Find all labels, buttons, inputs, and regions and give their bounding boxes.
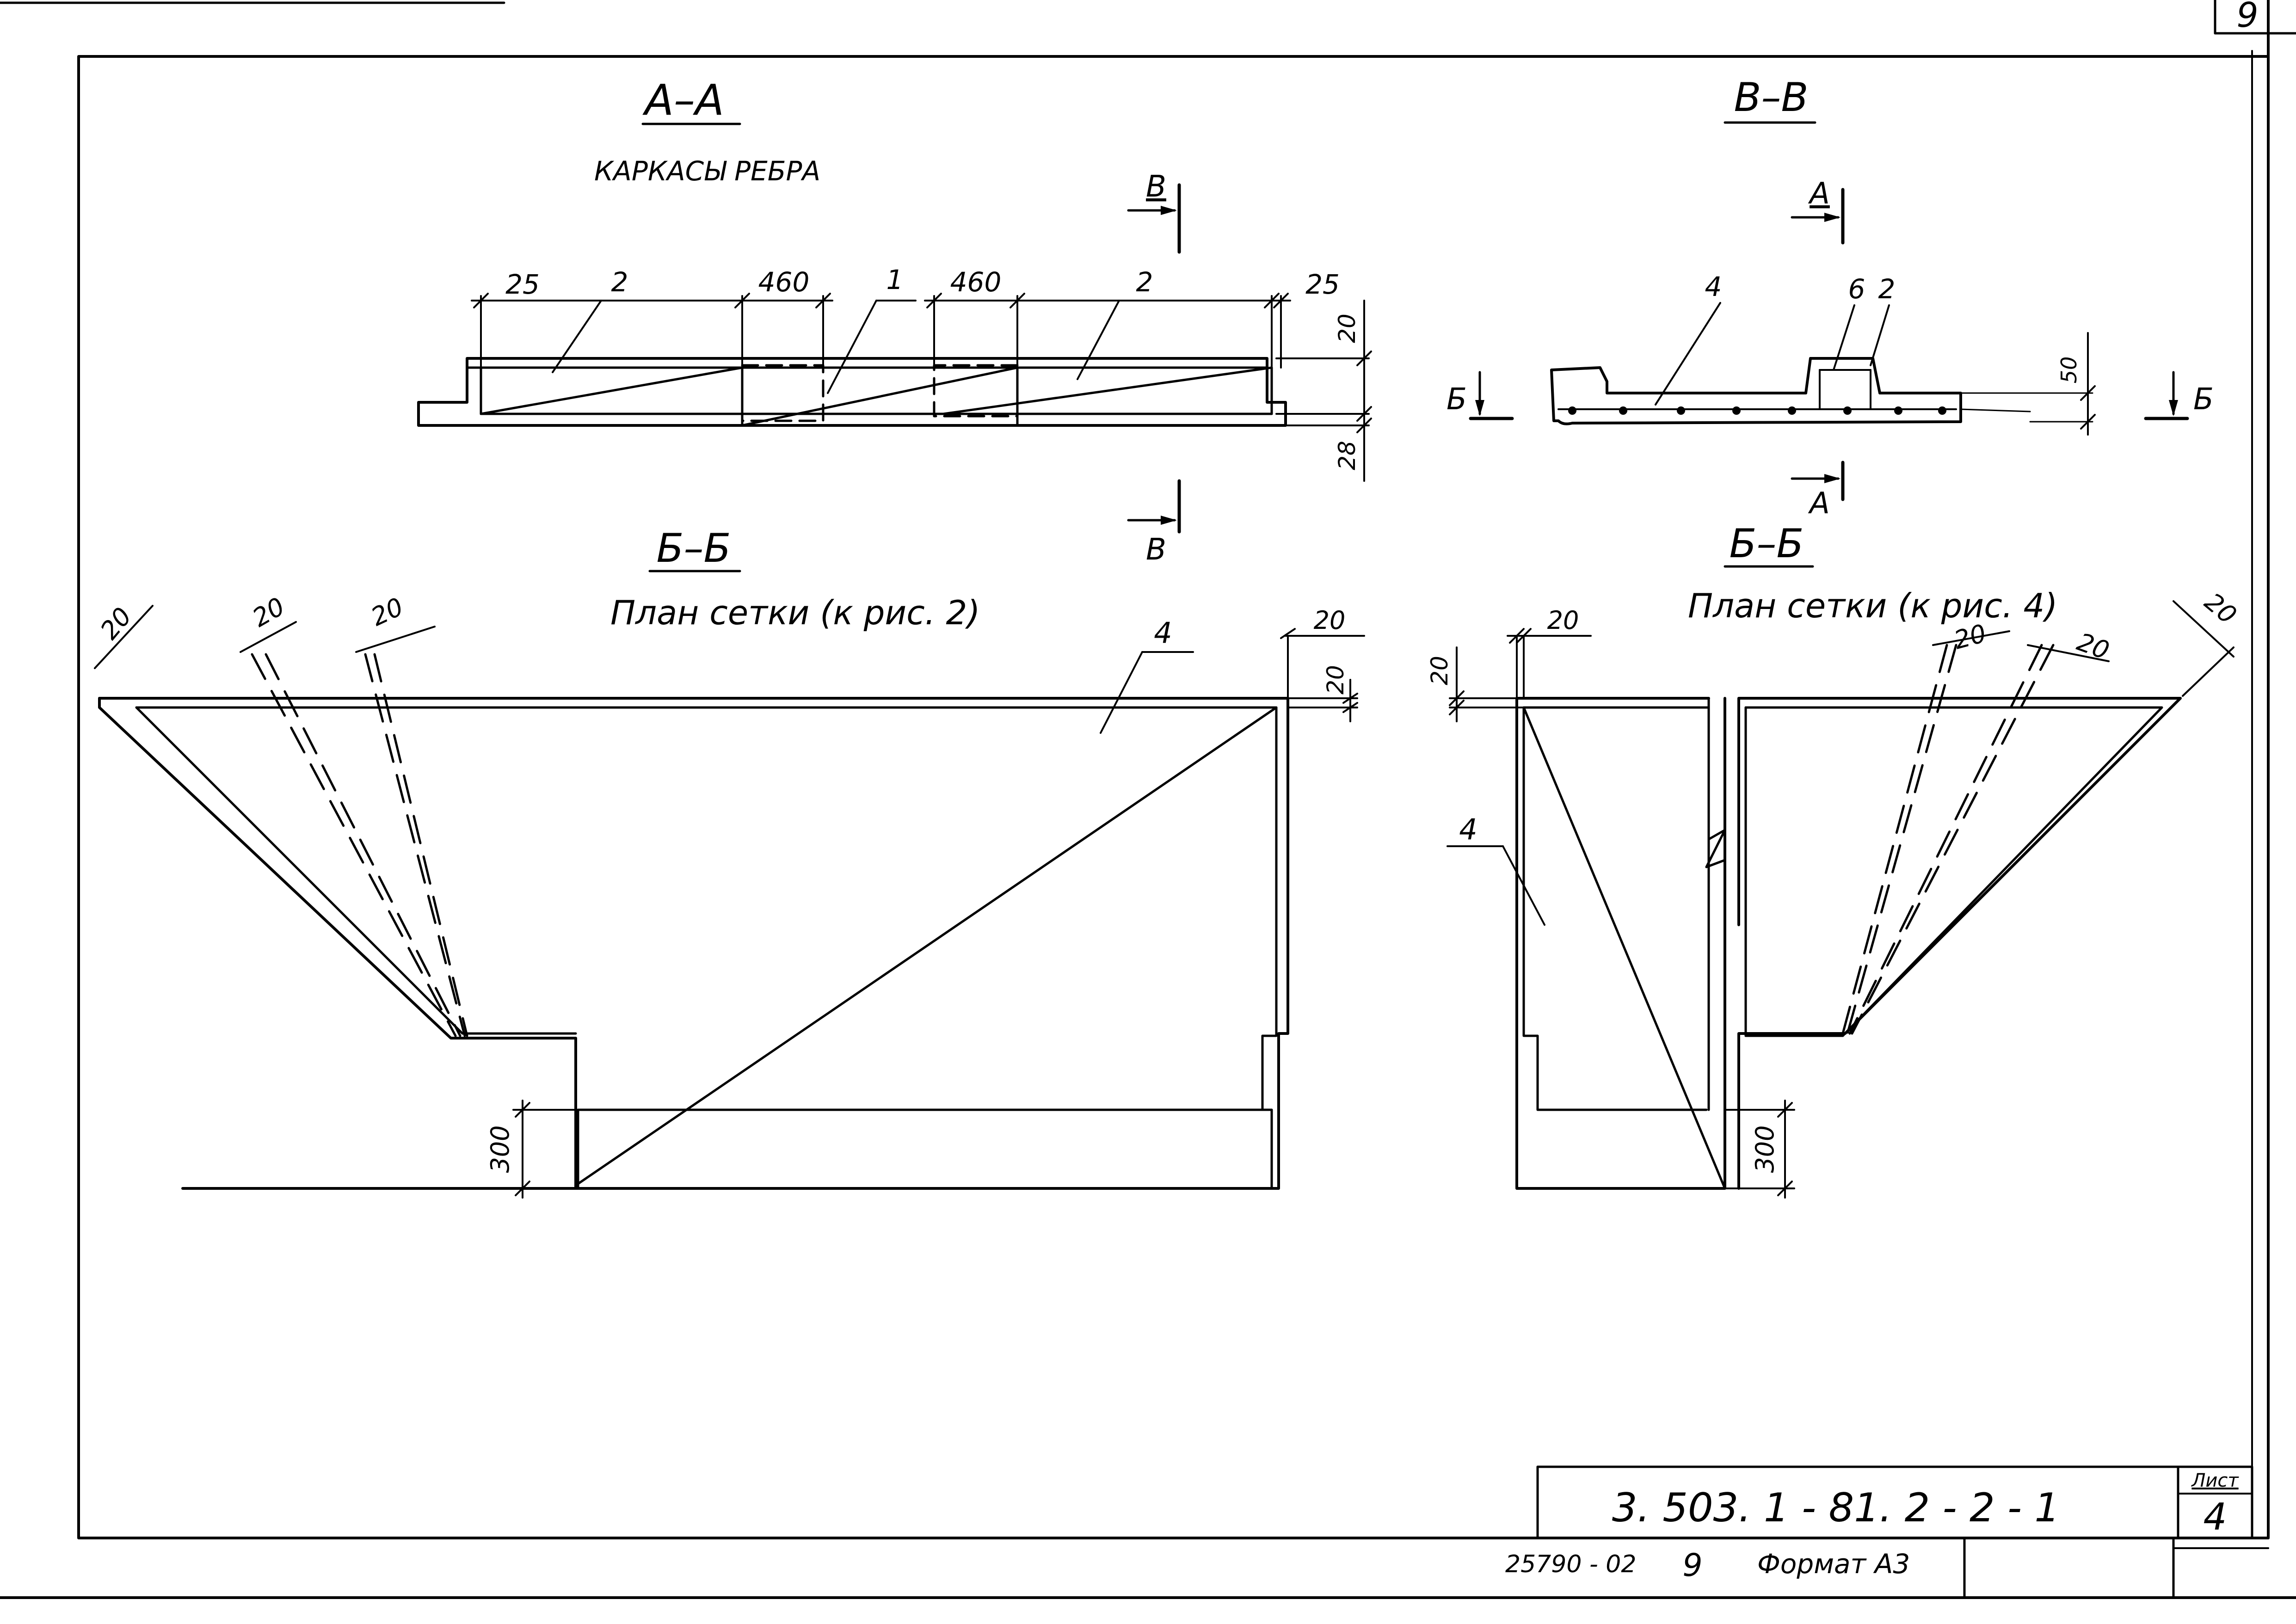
aa-dim-w2: 460 xyxy=(950,266,1002,298)
aa-cut-top-letter: В xyxy=(1146,170,1166,204)
section-vv-drawing xyxy=(1469,188,2189,501)
copy-number: 9 xyxy=(1682,1547,1702,1584)
aa-dim-w1: 460 xyxy=(758,266,810,298)
aa-cut-bottom-letter: В xyxy=(1146,533,1166,567)
vv-cut-top-letter: А xyxy=(1808,177,1830,211)
bb-right-dim-2: 20 xyxy=(1426,656,1453,685)
format-label: Формат А3 xyxy=(1757,1548,1910,1580)
aa-dim-end-left: 25 xyxy=(505,269,540,300)
aa-dim-end-right: 25 xyxy=(1305,269,1340,300)
section-aa-title: A–A xyxy=(642,75,724,125)
section-bb-right-subtitle: План сетки (к рис. 4) xyxy=(1688,586,2057,625)
corner-page-number: 9 xyxy=(2236,0,2258,35)
sheet-label: Лист xyxy=(2191,1470,2239,1491)
vv-label-mesh: 4 xyxy=(1705,271,1722,302)
bb-right-dim-height: 300 xyxy=(1750,1125,1779,1173)
aa-dim-bottom: 28 xyxy=(1334,441,1360,470)
section-aa-subtitle: КАРКАСЫ РЕБРА xyxy=(594,155,820,187)
vv-dim-height: 50 xyxy=(2056,357,2081,384)
aa-label-frame2-left: 2 xyxy=(611,266,628,298)
bb-left-dim-height: 300 xyxy=(486,1125,515,1173)
title-block xyxy=(1536,1465,2269,1598)
bb-left-dim-3: 20 xyxy=(367,592,408,632)
sheet-number: 4 xyxy=(2204,1495,2227,1538)
vv-cut-right-letter: Б xyxy=(2193,382,2214,417)
section-bb-right-title: Б–Б xyxy=(1730,521,1804,567)
section-bb-left-title: Б–Б xyxy=(657,525,731,572)
bb-left-dim-4: 20 xyxy=(1314,606,1346,635)
bb-right-label-mesh: 4 xyxy=(1459,812,1477,846)
bb-left-dim-5: 20 xyxy=(1322,665,1349,695)
bb-right-dim-4: 20 xyxy=(2073,627,2113,665)
bb-left-dim-1: 20 xyxy=(95,602,137,645)
aa-dim-top: 20 xyxy=(1334,314,1360,343)
bb-left-dim-2: 20 xyxy=(247,592,289,633)
doc-code: 3. 503. 1 - 81. 2 - 2 - 1 xyxy=(1612,1485,2060,1531)
inventory-number: 25790 - 02 xyxy=(1505,1550,1636,1578)
section-bb-left-drawing xyxy=(94,605,1365,1199)
aa-label-frame1: 1 xyxy=(886,264,904,295)
bb-right-dim-5: 20 xyxy=(2199,587,2242,630)
section-bb-right-drawing xyxy=(1447,600,2234,1199)
bb-left-label-mesh: 4 xyxy=(1154,616,1172,650)
vv-rebar-dots xyxy=(1568,406,1946,415)
section-bb-left-subtitle: План сетки (к рис. 2) xyxy=(610,593,980,632)
section-vv-title: В–В xyxy=(1734,74,1809,121)
bb-right-dim-1: 20 xyxy=(1547,606,1579,635)
vv-cut-bottom-letter: А xyxy=(1808,486,1830,521)
aa-label-frame2-right: 2 xyxy=(1136,266,1153,298)
vv-label-frame6: 6 xyxy=(1848,273,1865,305)
vv-label-frame2: 2 xyxy=(1878,273,1896,305)
vv-cut-left-letter: Б xyxy=(1447,382,1467,417)
section-aa-drawing xyxy=(417,183,1372,534)
